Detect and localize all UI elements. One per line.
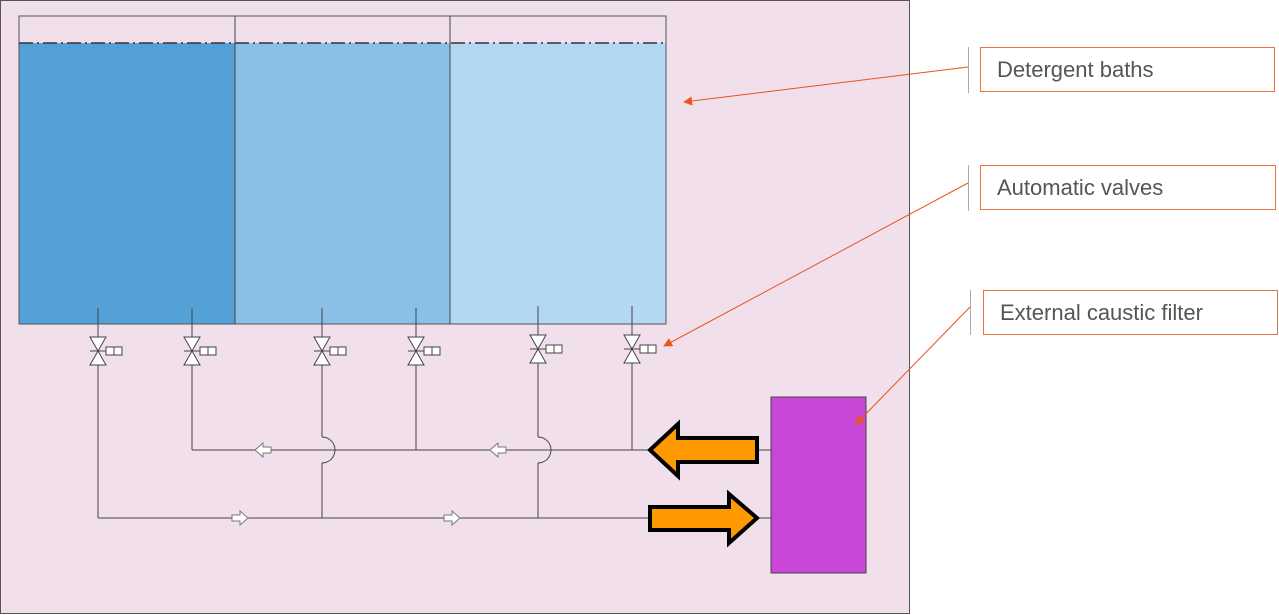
callout-tick (970, 290, 971, 335)
label-automatic-valves: Automatic valves (980, 165, 1276, 210)
callout-tick (968, 165, 969, 211)
bath-1 (19, 43, 235, 324)
callout-lines (663, 66, 971, 425)
label-detergent-baths: Detergent baths (980, 47, 1275, 92)
bath-3 (450, 43, 666, 324)
external-caustic-filter (770, 396, 867, 574)
callout-tick (968, 47, 969, 93)
detergent-baths (18, 15, 667, 325)
bath-2 (235, 43, 450, 324)
label-external-caustic-filter: External caustic filter (983, 290, 1278, 335)
return-arrow-icon (647, 419, 759, 481)
supply-arrow-icon (648, 489, 761, 548)
